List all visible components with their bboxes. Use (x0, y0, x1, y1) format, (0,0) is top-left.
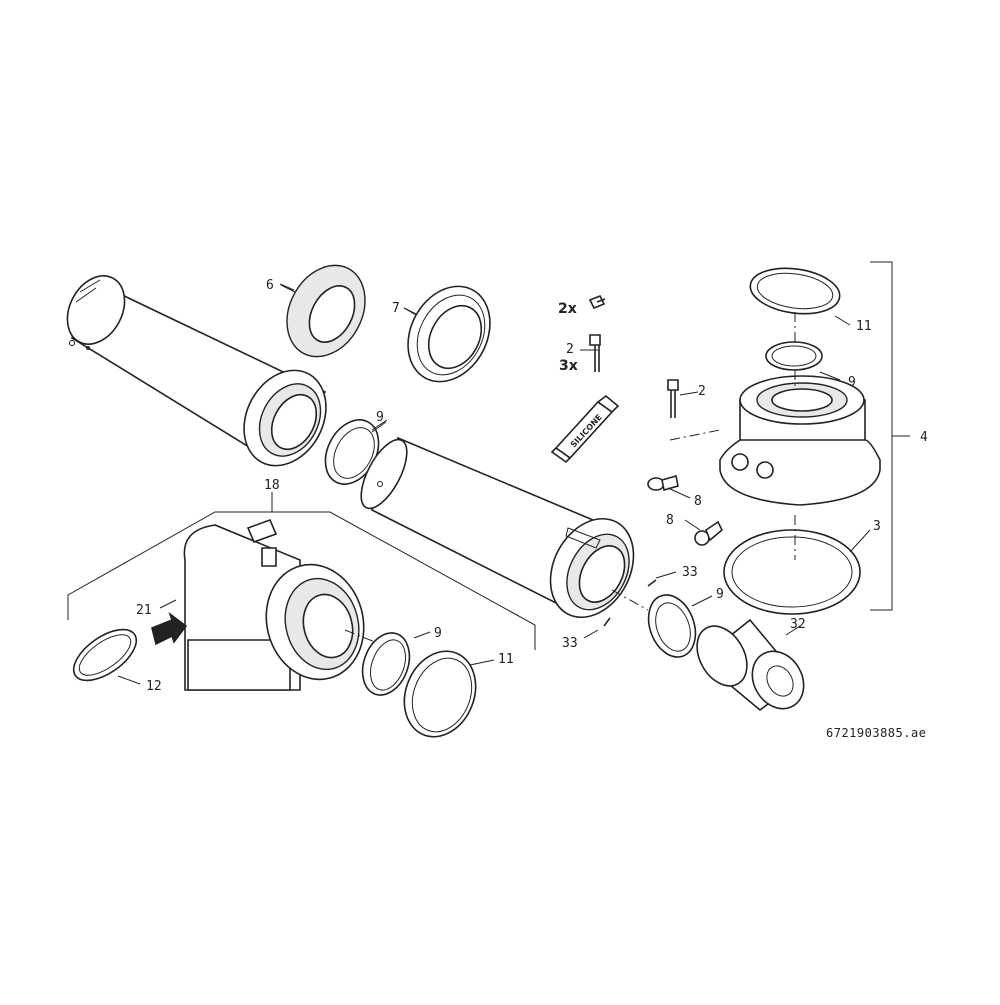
callout-9-bottom: 9 (434, 626, 442, 641)
seal-ring-9-top (324, 419, 387, 485)
flange-ring-7 (403, 285, 491, 383)
adapter-assembly-4 (669, 267, 881, 615)
callout-7: 7 (392, 301, 400, 316)
bracket-18 (67, 492, 536, 650)
screw-set (588, 294, 606, 372)
callout-33b: 33 (562, 636, 578, 651)
silicone-tube: SILICONE (550, 394, 620, 464)
drawing-number: 6721903885.ae (826, 726, 926, 740)
callout-33a: 33 (682, 565, 698, 580)
leader-lines (117, 283, 871, 685)
screw-33a (647, 579, 657, 587)
bracket-4 (870, 261, 910, 611)
pipe-upper-left (66, 275, 327, 467)
callout-9-top: 9 (376, 410, 384, 425)
screw-33b (603, 617, 611, 627)
callout-32: 32 (790, 617, 806, 632)
callout-21: 21 (136, 603, 152, 618)
callout-8b: 8 (666, 513, 674, 528)
callout-12: 12 (146, 679, 162, 694)
seal-ring-9-bottom (647, 594, 697, 658)
callout-2x: 2x (558, 301, 577, 317)
seal-12 (72, 628, 138, 682)
callout-18: 18 (264, 478, 280, 493)
clip-8a (647, 474, 679, 492)
screw-right (667, 379, 679, 418)
callout-2: 2 (566, 342, 574, 357)
pipe-middle (360, 436, 649, 619)
callout-9-right: 9 (848, 375, 856, 390)
clip-8b (694, 520, 723, 546)
callout-6: 6 (266, 278, 274, 293)
callout-11-bottom: 11 (498, 652, 514, 667)
callout-4: 4 (920, 430, 928, 445)
callout-2-right: 2 (698, 384, 706, 399)
seal-ring-11-bottom (403, 650, 477, 738)
elbow-21 (151, 518, 381, 691)
adapter-32 (696, 618, 805, 712)
callout-8a: 8 (694, 494, 702, 509)
callout-3x: 3x (559, 358, 578, 374)
callout-11-top: 11 (856, 319, 872, 334)
callout-9-mid: 9 (716, 587, 724, 602)
flange-ring-6 (280, 264, 366, 358)
callout-3: 3 (873, 519, 881, 534)
seal-ring-9-mid (361, 632, 411, 696)
